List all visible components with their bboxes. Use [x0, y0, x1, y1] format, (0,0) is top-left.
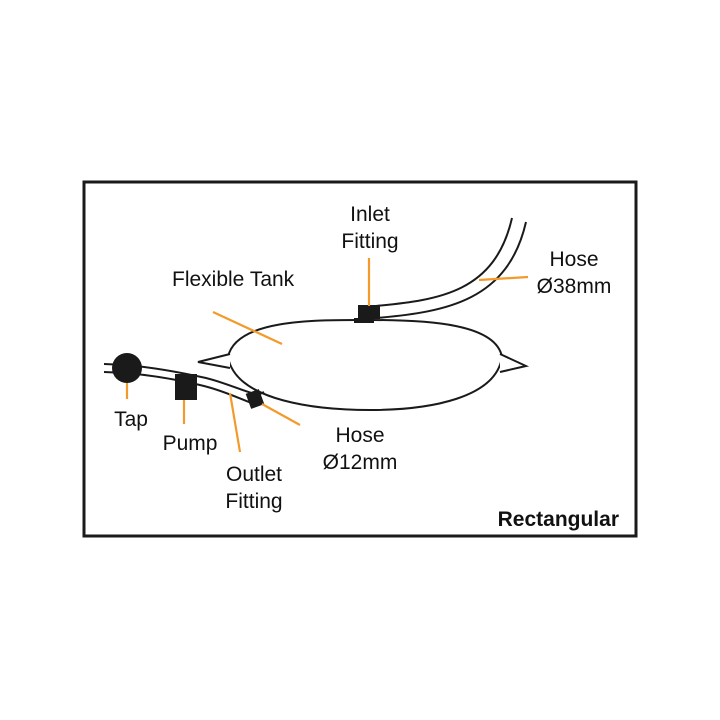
large-hose-upper	[375, 217, 513, 307]
label-hose-small-line2: Ø12mm	[323, 451, 398, 474]
tap	[112, 353, 142, 383]
label-hose-small-line1: Hose	[335, 424, 384, 447]
leader-lines	[125, 258, 529, 453]
small-hose-lower	[103, 371, 255, 405]
leader-hose-small	[261, 403, 301, 426]
small-hose-upper	[103, 363, 259, 396]
label-tap: Tap	[114, 408, 148, 431]
label-inlet-fitting-line1: Inlet	[350, 203, 390, 226]
tank-seam-left	[197, 353, 231, 369]
label-inlet-fitting-line2: Fitting	[341, 230, 398, 253]
large-hose-lower	[375, 221, 527, 319]
flexible-tank-body	[226, 318, 504, 412]
label-flexible-tank: Flexible Tank	[172, 268, 295, 291]
leader-outlet-fitting	[228, 392, 242, 453]
outlet-fitting	[245, 389, 265, 409]
leader-hose-large	[478, 275, 529, 282]
label-pump: Pump	[163, 432, 218, 455]
pump	[175, 374, 197, 400]
inlet-fitting-base	[354, 318, 374, 323]
leader-flexible-tank	[212, 311, 283, 345]
inlet-fitting	[358, 305, 380, 319]
label-hose-large-line1: Hose	[549, 248, 598, 271]
label-outlet-fitting-line2: Fitting	[225, 490, 282, 513]
tank-seam-right	[499, 353, 530, 373]
label-outlet-fitting-line1: Outlet	[226, 463, 282, 486]
label-hose-large-line2: Ø38mm	[537, 275, 612, 298]
label-shape-rectangular: Rectangular	[498, 508, 619, 531]
